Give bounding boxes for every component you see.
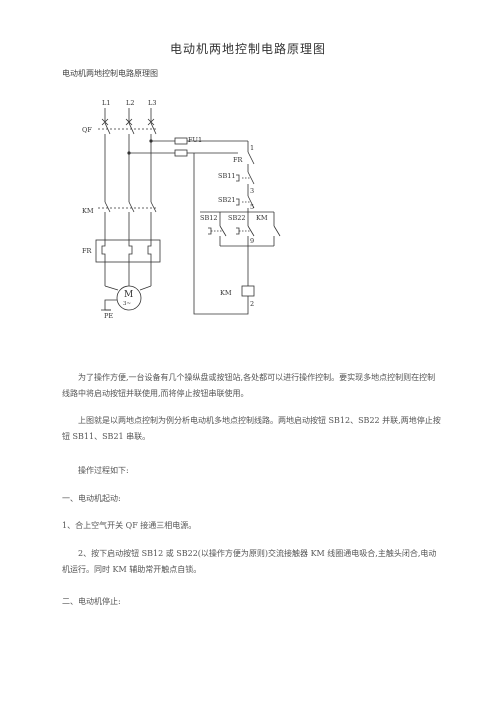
label-fr: FR	[82, 247, 93, 255]
label-sb12: SB12	[200, 214, 218, 222]
label-km-coil: KM	[220, 289, 232, 297]
motor-label: M	[124, 290, 133, 300]
label-l2: L2	[126, 99, 134, 107]
label-km-aux: KM	[256, 214, 268, 222]
label-l1: L1	[102, 99, 110, 107]
diagram-caption: 电动机两地控制电路原理图	[62, 69, 158, 78]
label-km-main: KM	[82, 207, 94, 215]
label-fu1: FU1	[188, 136, 202, 144]
motor-symbol: M 3~	[116, 285, 142, 311]
section-start-heading: 一、电动机起动:	[62, 494, 121, 503]
label-sb11: SB11	[218, 172, 236, 180]
label-qf: QF	[82, 126, 92, 134]
km-coil	[241, 285, 255, 297]
node-1: 1	[250, 144, 254, 152]
node-9: 9	[250, 237, 254, 245]
node-3: 3	[250, 187, 254, 195]
qf-breaker	[98, 118, 158, 135]
label-sb22: SB22	[228, 214, 246, 222]
node-2: 2	[250, 300, 254, 308]
label-fr-control: FR	[233, 156, 244, 164]
paragraph-step-2: 2、按下启动按钮 SB12 或 SB22(以操作方便为原则)交流接触器 KM 线…	[62, 549, 437, 574]
circuit-diagram: L1 L2 L3 QF FU1 KM FR PE M 3~ 1 FR	[60, 90, 300, 322]
label-sb21: SB21	[218, 196, 236, 204]
fr-thermal-relay	[95, 239, 161, 263]
label-pe: PE	[104, 312, 113, 320]
paragraph-steps-heading: 操作过程如下:	[78, 466, 129, 475]
paragraph-analysis: 上图就是以两地点控制为例分析电动机多地点控制线路。两地启动按钮 SB12、SB2…	[62, 416, 441, 441]
page-title: 电动机两地控制电路原理图	[169, 42, 326, 56]
node-5: 5	[250, 203, 254, 211]
paragraph-step-1: 1、合上空气开关 QF 接通三相电源。	[62, 521, 197, 530]
km-main-contacts	[98, 201, 158, 213]
motor-phase-label: 3~	[123, 301, 131, 307]
section-stop-heading: 二、电动机停止:	[62, 597, 121, 606]
paragraph-intro: 为了操作方便,一台设备有几个操纵盘或按钮站,各处都可以进行操作控制。要实现多地点…	[62, 373, 436, 398]
label-l3: L3	[148, 99, 156, 107]
